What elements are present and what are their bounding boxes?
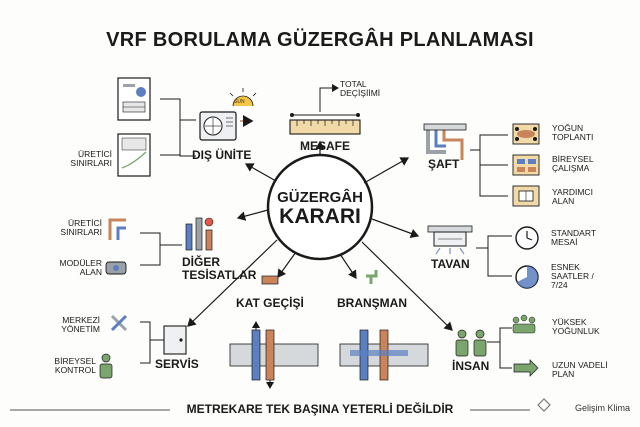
valves-icon xyxy=(185,217,214,251)
clock-icon xyxy=(515,226,539,289)
sub-moduler-line2: ALAN xyxy=(79,266,102,277)
sub-yogun: YOĞUN TOPLANTI xyxy=(552,124,593,142)
node-tavan: TAVAN xyxy=(431,257,470,271)
motor-icon xyxy=(105,261,127,275)
cassette-unit-icon xyxy=(427,225,473,255)
sub-yardimci-line2: ALAN xyxy=(552,195,575,206)
branch-joint-icon xyxy=(339,270,429,381)
people-group-icon xyxy=(512,314,536,334)
sub-uretici-top-line2: SINIRLARI xyxy=(70,157,112,168)
radial-arrows xyxy=(187,140,453,331)
sub-esnek: ESNEK SAATLER / 7/24 xyxy=(551,263,594,290)
sub-uzun-line1: UZUN VADELİ xyxy=(552,360,608,370)
node-dis-unite: DIŞ ÜNİTE xyxy=(192,148,252,162)
shaft-pipes-icon xyxy=(423,123,467,160)
footer-caption: METREKARE TEK BAŞINA YETERLİ DEĞİLDİR xyxy=(186,402,454,416)
sub-moduler-line1: MODÜLER xyxy=(59,258,102,268)
sub-uretici-mid-line2: SINIRLARI xyxy=(60,226,102,237)
node-insan: İNSAN xyxy=(452,359,490,373)
pipe-crossing-icon xyxy=(229,275,319,389)
node-servis: SERVİS xyxy=(155,357,199,371)
center-line2: KARARI xyxy=(279,204,361,228)
sub-bireysel-calisma-line1: BİREYSEL xyxy=(552,154,594,164)
desk-icon xyxy=(512,154,540,176)
service-door-icon xyxy=(163,325,187,355)
sub-bireysel-kontrol-line1: BİREYSEL xyxy=(54,356,96,366)
sub-esnek-line3: 7/24 xyxy=(551,279,568,290)
connectors xyxy=(140,84,512,369)
node-kat-gecisi: KAT GEÇİŞİ xyxy=(236,296,304,310)
node-saft: ŞAFT xyxy=(428,157,460,171)
sub-bireysel-calisma: BİREYSEL ÇALIŞMA xyxy=(552,155,594,173)
sub-bireysel-kontrol: BİREYSEL KONTROL xyxy=(34,357,96,375)
sub-yuksek: YÜKSEK YOĞUNLUK xyxy=(552,318,600,336)
sub-uretici-top: ÜRETİCİ SINIRLARI xyxy=(50,150,112,168)
node-diger: DİĞER TESİSATLAR xyxy=(182,256,256,281)
sub-standart-line2: MESAİ xyxy=(551,236,578,247)
sub-standart-line1: STANDART xyxy=(551,228,597,238)
page-title: VRF BORULAMA GÜZERGÂH PLANLAMASI xyxy=(106,29,534,51)
sub-uretici-mid: ÜRETİCİ SINIRLARI xyxy=(40,219,102,237)
sub-uretici-top-line1: ÜRETİCİ xyxy=(78,149,112,159)
center-line1: GÜZERGÂH xyxy=(277,189,363,206)
sub-uzun: UZUN VADELİ PLAN xyxy=(552,361,608,379)
sub-moduler: MODÜLER ALAN xyxy=(40,259,102,277)
person-icon xyxy=(99,329,487,379)
sub-bireysel-kontrol-line2: KONTROL xyxy=(54,364,96,375)
document-icon xyxy=(117,77,151,177)
sub-yogun-line1: YOĞUN xyxy=(552,123,584,133)
arrow-right-icon xyxy=(513,359,539,377)
tools-icon xyxy=(110,314,128,332)
center-label: GÜZERGÂH KARARI xyxy=(268,190,372,228)
storage-icon xyxy=(512,185,540,207)
sub-total-line1: TOTAL xyxy=(340,79,367,89)
center-circle xyxy=(266,153,374,261)
sub-merkezi-line1: MERKEZİ xyxy=(62,315,100,325)
sub-yuksek-line2: YOĞUNLUK xyxy=(552,325,600,336)
brand-logo-icon xyxy=(537,398,551,412)
sub-esnek-line2: SAATLER / xyxy=(551,270,594,281)
outdoor-unit-icon xyxy=(199,111,237,141)
sun-icon xyxy=(229,88,257,127)
meeting-icon xyxy=(512,123,540,145)
sub-bireysel-calisma-line2: ÇALIŞMA xyxy=(552,162,590,173)
sub-merkezi: MERKEZİ YÖNETİM xyxy=(38,316,100,334)
sub-total: TOTAL DEÇİŞİİMİ xyxy=(340,80,380,98)
brand-name: Gelişim Klima xyxy=(574,403,630,413)
node-mesafe: MESAFE xyxy=(299,139,350,153)
sub-uretici-mid-line1: ÜRETİCİ xyxy=(68,218,102,228)
sub-uzun-line2: PLAN xyxy=(552,368,575,379)
sun-icon-label: SUN xyxy=(234,99,245,105)
node-bransman: BRANŞMAN xyxy=(337,296,407,310)
node-diger-line2: TESİSATLAR xyxy=(182,267,257,282)
sub-total-line2: DEÇİŞİİMİ xyxy=(340,87,381,98)
sub-esnek-line1: ESNEK xyxy=(551,262,580,272)
sub-yardimci-line1: YARDIMCI xyxy=(552,187,593,197)
node-diger-line1: DİĞER xyxy=(182,255,221,269)
brand: Gelişim Klima xyxy=(574,403,630,413)
sub-standart: STANDART MESAİ xyxy=(551,229,596,247)
sub-yardimci: YARDIMCI ALAN xyxy=(552,188,593,206)
sub-yuksek-line1: YÜKSEK xyxy=(552,317,587,327)
sub-yogun-line2: TOPLANTI xyxy=(552,131,594,142)
sub-merkezi-line2: YÖNETİM xyxy=(61,323,100,334)
pipes-icon xyxy=(108,218,126,240)
ruler-icon xyxy=(289,113,361,135)
